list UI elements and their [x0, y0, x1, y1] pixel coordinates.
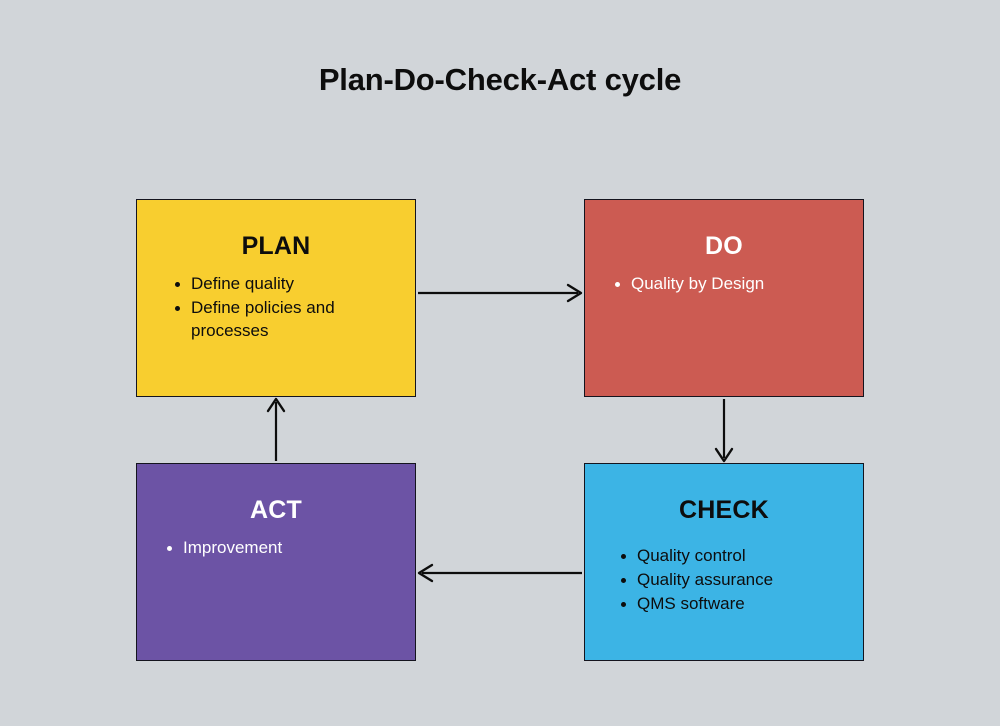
node-act-list: Improvement [137, 537, 415, 560]
node-do-list: Quality by Design [585, 273, 863, 296]
list-item: Quality by Design [615, 273, 847, 296]
node-check-title: CHECK [679, 496, 769, 524]
arrow-check-to-act-icon [417, 563, 582, 583]
node-plan-title: PLAN [241, 232, 311, 260]
arrow-do-to-check-icon [714, 399, 734, 463]
list-item: Quality assurance [621, 569, 847, 592]
node-act-title: ACT [250, 496, 302, 524]
arrow-plan-to-do-icon [418, 283, 583, 303]
node-do-title: DO [705, 232, 743, 260]
page-title: Plan-Do-Check-Act cycle [318, 62, 682, 97]
node-check[interactable]: CHECK Quality control Quality assurance … [584, 463, 864, 661]
node-plan[interactable]: PLAN Define quality Define policies and … [136, 199, 416, 397]
list-item: Quality control [621, 545, 847, 568]
arrow-act-to-plan-icon [266, 397, 286, 461]
list-item: Improvement [167, 537, 399, 560]
list-item: Define policies and processes [175, 297, 399, 343]
list-item: QMS software [621, 593, 847, 616]
node-plan-list: Define quality Define policies and proce… [137, 273, 415, 343]
node-do[interactable]: DO Quality by Design [584, 199, 864, 397]
list-item: Define quality [175, 273, 399, 296]
node-act[interactable]: ACT Improvement [136, 463, 416, 661]
node-check-list: Quality control Quality assurance QMS so… [585, 545, 863, 616]
